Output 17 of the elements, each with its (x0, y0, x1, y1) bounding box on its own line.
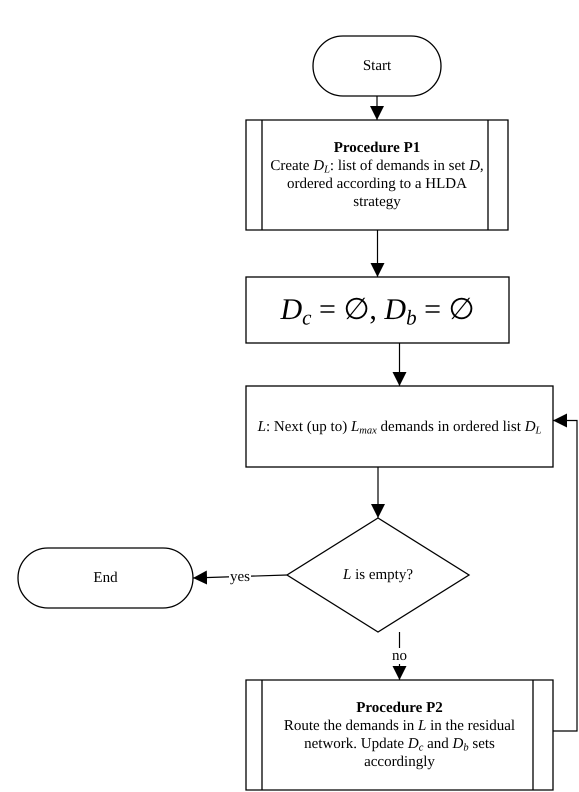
arrow (553, 414, 578, 732)
condition-text: L is empty? (343, 566, 413, 584)
edge-label: no (391, 648, 408, 664)
step-text: Route the demands in L in the residual network. Update D$_{c}$ and D$_{b}$ sets accordingly (282, 717, 516, 771)
arrow (392, 632, 406, 680)
terminal-label: End (93, 569, 118, 587)
procedure-title: Procedure P1 (334, 139, 420, 157)
arrow (371, 467, 385, 518)
procedure-title: Procedure P2 (356, 699, 443, 717)
arrow (370, 96, 384, 120)
arrow (370, 230, 384, 277)
step-text: Create D$_{L}$: list of demands in set D, ordered according to a HLDA strategy (269, 157, 485, 211)
step-text: L: Next (up to) L$_{max}$ demands in ordered list D$_{L}$ (258, 418, 542, 436)
formula-text: D$_{c}$ = ∅, D$_{b}$ = ∅ (280, 293, 474, 327)
arrow (392, 343, 406, 386)
arrow (192, 570, 288, 585)
terminal-label: Start (362, 57, 392, 75)
